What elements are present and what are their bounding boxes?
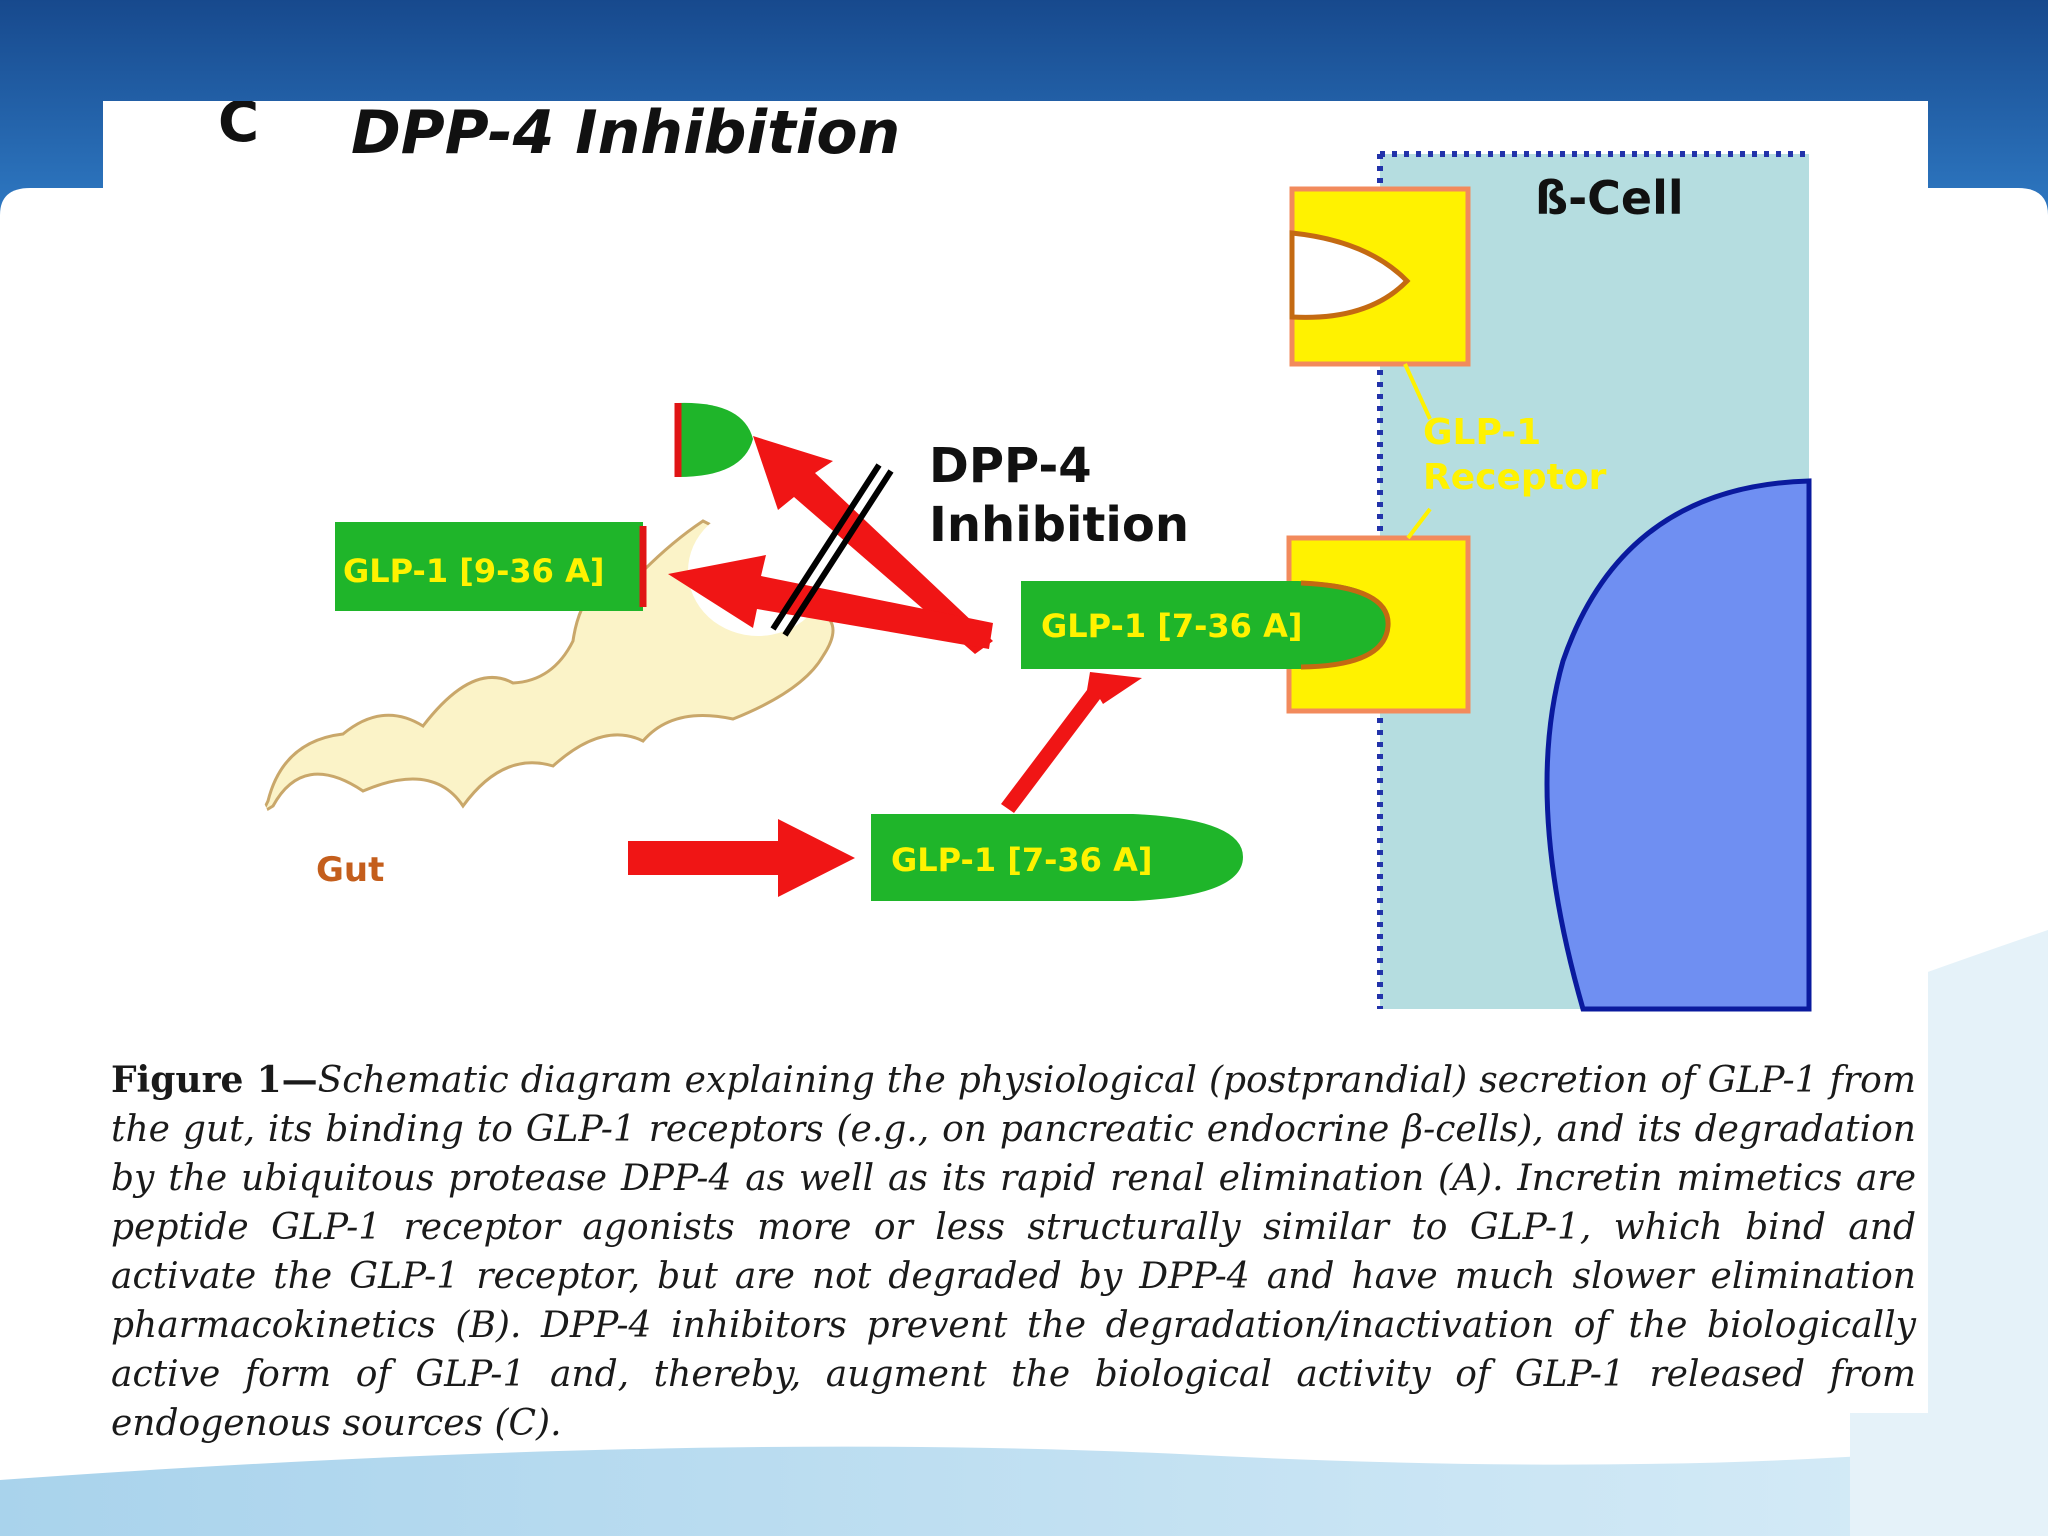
figure-panel: ß-Cell GLP-1 Receptor C DPP-4 Inhibition… xyxy=(103,101,1928,1444)
caption-lead: Figure 1— xyxy=(111,1059,318,1101)
glp1-active-bound xyxy=(1021,581,1389,669)
glp1-bound-tip-outline xyxy=(1300,580,1391,670)
inhibition-slash-1 xyxy=(770,463,882,631)
receptor-label-line2: Receptor xyxy=(1423,457,1607,498)
beta-cell-label: ß-Cell xyxy=(1535,171,1684,225)
receptor-top-pocket xyxy=(1289,230,1411,320)
caption-text: Schematic diagram explaining the physiol… xyxy=(111,1060,1916,1444)
panel-letter: C xyxy=(218,101,259,155)
inhibition-slash-2 xyxy=(782,469,894,637)
cleavage-arrow-degraded xyxy=(668,555,993,649)
panel-title: DPP-4 Inhibition xyxy=(351,101,900,168)
glp1-active-secreted-label: GLP-1 [7-36 A] xyxy=(891,841,1152,879)
gut-label: Gut xyxy=(316,850,384,890)
figure-caption: Figure 1—Schematic diagram explaining th… xyxy=(111,1056,1916,1448)
inhibition-label-line1: DPP-4 xyxy=(929,438,1092,494)
gut-gap-left xyxy=(193,781,273,901)
binding-arrow xyxy=(1001,672,1142,813)
glp1-degraded-label: GLP-1 [9-36 A] xyxy=(343,552,604,590)
dpp4-diagram: ß-Cell GLP-1 Receptor C DPP-4 Inhibition… xyxy=(193,101,1812,1012)
glp1-active-secreted xyxy=(871,814,1243,901)
secretion-arrow xyxy=(628,819,855,897)
glp1-degraded xyxy=(335,522,643,611)
receptor-pointer-bottom xyxy=(1406,507,1432,540)
cell-nucleus xyxy=(1544,478,1812,1012)
cleaved-fragment xyxy=(678,402,753,477)
receptor-pointer-top xyxy=(1403,363,1432,420)
glp1-active-bound-label: GLP-1 [7-36 A] xyxy=(1041,607,1302,645)
receptor-label-line1: GLP-1 xyxy=(1423,412,1541,453)
inhibition-label-line2: Inhibition xyxy=(929,497,1189,553)
cleavage-arrow-fragment xyxy=(753,436,993,654)
